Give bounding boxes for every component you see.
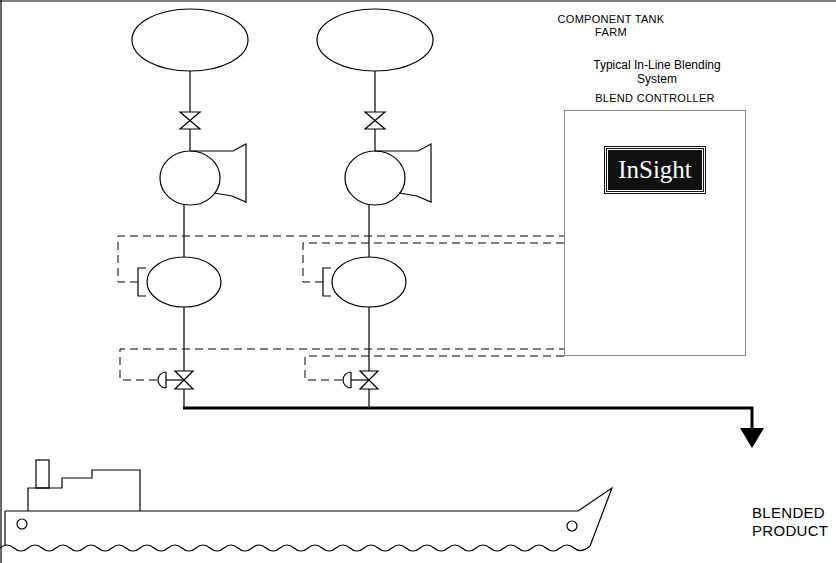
pipe [183,205,184,257]
valve-stem [351,379,369,380]
pump [345,151,405,205]
controller-panel: InSight [564,110,746,356]
controller-heading: BLEND CONTROLLER [564,92,746,104]
pipe [183,307,184,371]
water-waves [0,545,590,551]
flow-meter [332,257,406,307]
porthole [17,519,27,529]
frame-line [0,0,1,563]
blend-controller: BLEND CONTROLLER InSight [564,92,746,356]
ship-stern [4,511,5,546]
isolation-valve [180,112,200,129]
flow-meter [147,257,221,307]
brand-logo: InSight [605,147,705,193]
ship-funnel [36,460,49,488]
pump-nozzle [375,144,431,202]
flow-arrow [740,428,764,448]
meter-transmitter [323,268,331,296]
signal-line [120,349,566,380]
porthole [567,521,577,531]
pipe [374,129,375,151]
meter-transmitter [138,268,146,296]
pipe [183,389,184,408]
signal-line [303,243,566,282]
pipe [189,71,190,112]
isolation-valve [365,112,385,129]
valve-actuator [158,372,166,388]
pipe [368,307,369,371]
frame-line [0,0,836,1]
signal-line [118,236,566,282]
pipe [368,205,369,257]
tank-farm-label: COMPONENT TANK FARM [556,13,666,39]
valve-stem [166,379,184,380]
component-tank [132,9,248,71]
pipe [374,71,375,112]
pump [160,151,220,205]
ship-hull [5,488,612,546]
valve-actuator [343,372,351,388]
product-header [183,408,764,448]
pump-nozzle [190,144,246,202]
component-tank [317,9,433,71]
ship [0,460,612,551]
header-pipe [183,408,752,430]
pipe [189,129,190,151]
signal-line [305,356,566,380]
product-label: BLENDED PRODUCT [752,504,834,540]
signal-lines [118,236,566,380]
system-title: Typical In-Line Blending System [582,58,732,87]
pipe [368,389,369,408]
ship-superstructure [28,470,140,511]
